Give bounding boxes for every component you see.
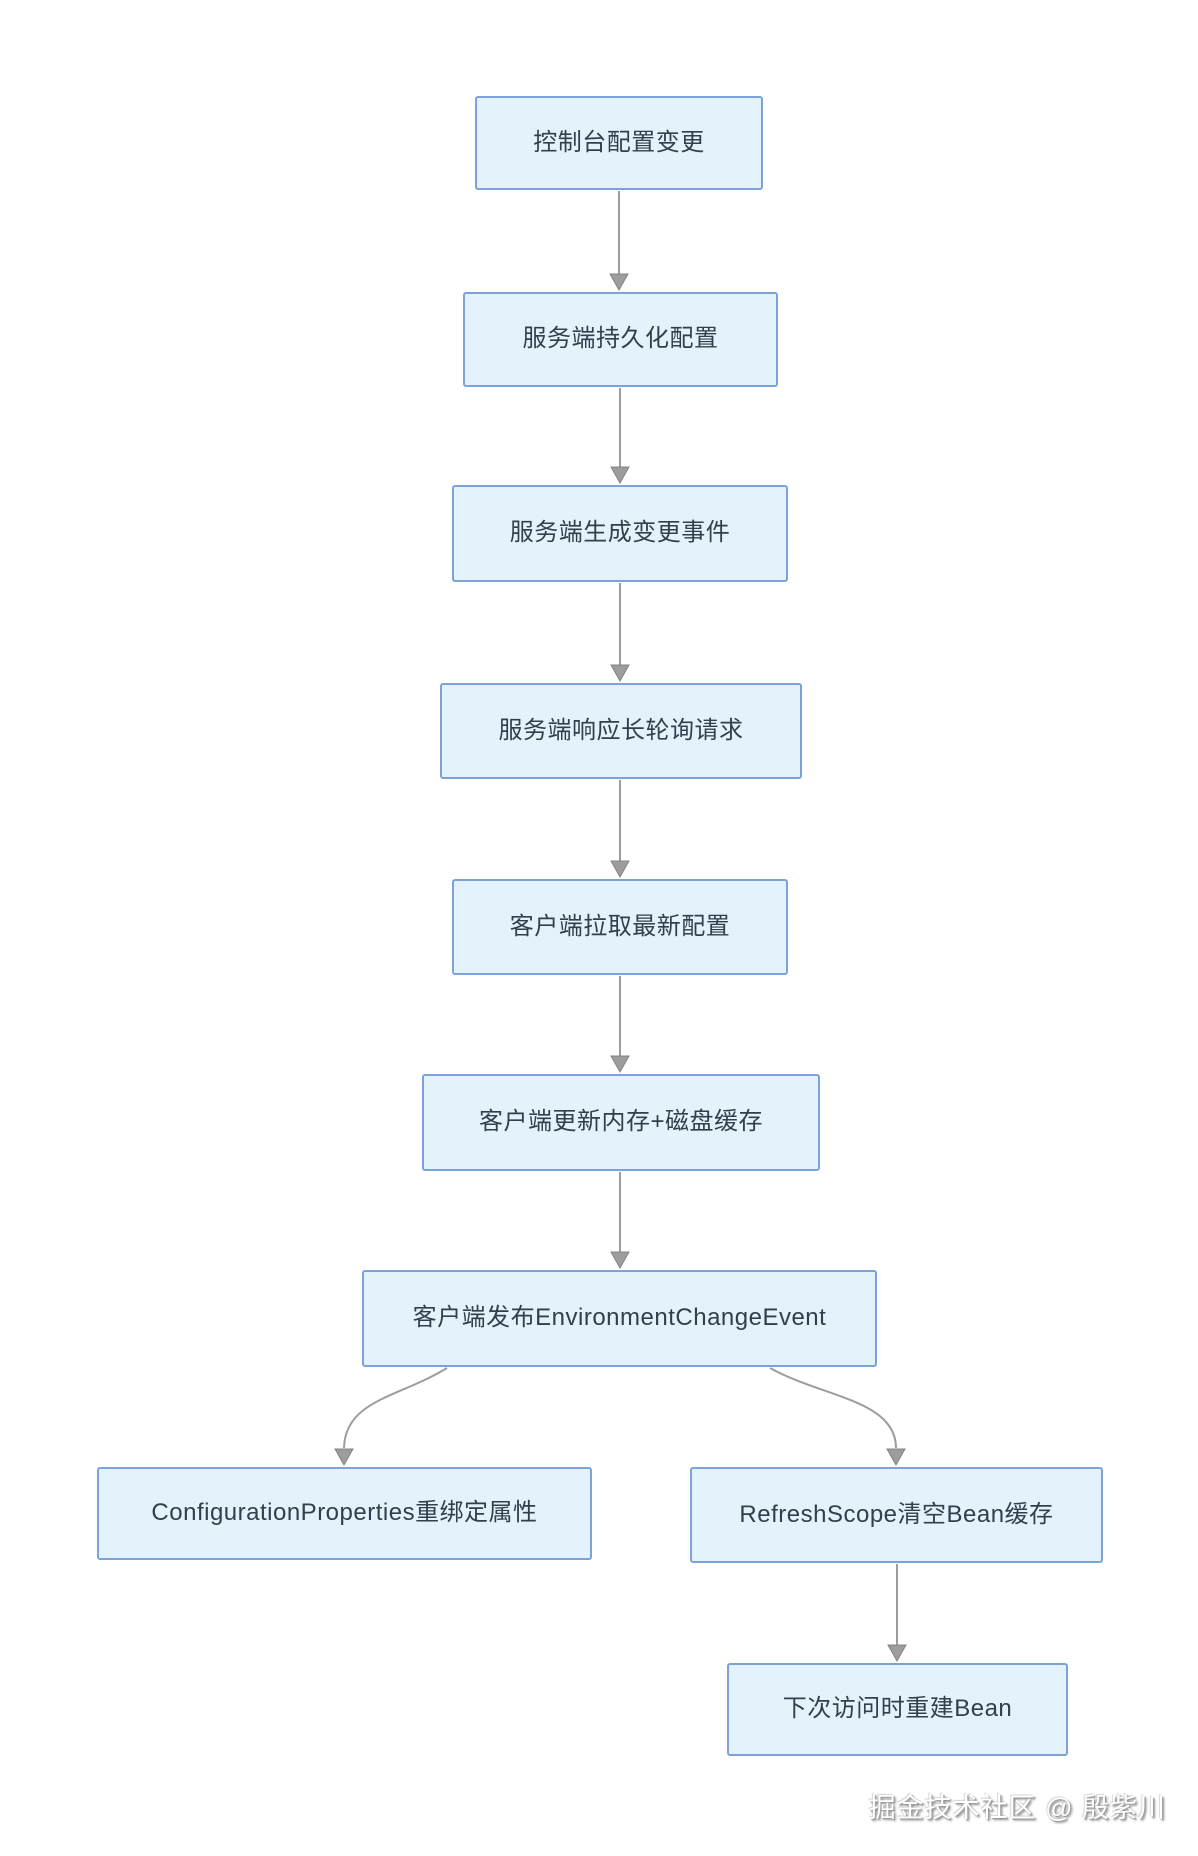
edge-publish-event-to-configuration-properties [334, 1367, 448, 1467]
node-label: 服务端生成变更事件 [509, 519, 731, 547]
node-label: 客户端更新内存+磁盘缓存 [478, 1108, 763, 1136]
flow-node-console-config-change: 控制台配置变更 [475, 96, 763, 190]
flow-node-server-respond-long-polling: 服务端响应长轮询请求 [440, 683, 802, 779]
flow-node-configuration-properties-rebind: ConfigurationProperties重绑定属性 [97, 1467, 592, 1560]
flow-node-refresh-scope-clear-bean-cache: RefreshScope清空Bean缓存 [690, 1467, 1103, 1563]
edge-pull-config-to-update-cache [610, 976, 630, 1074]
node-label: 客户端拉取最新配置 [509, 912, 731, 940]
node-label: 下次访问时重建Bean [782, 1695, 1013, 1723]
node-label: 客户端发布EnvironmentChangeEvent [412, 1304, 827, 1332]
node-label: 服务端响应长轮询请求 [498, 716, 744, 744]
flow-node-rebuild-bean-on-next-access: 下次访问时重建Bean [727, 1663, 1068, 1756]
edge-update-cache-to-publish-event [610, 1172, 630, 1270]
flow-node-server-persist-config: 服务端持久化配置 [463, 292, 778, 387]
node-label: 服务端持久化配置 [522, 325, 719, 353]
edge-refresh-scope-to-rebuild-bean [887, 1564, 907, 1663]
edge-publish-event-to-refresh-scope [769, 1367, 906, 1467]
flow-node-client-publish-environment-change-event: 客户端发布EnvironmentChangeEvent [362, 1270, 877, 1367]
node-label: 控制台配置变更 [533, 128, 705, 156]
watermark: 掘金技术社区 @ 殷紫川 [868, 1793, 1166, 1823]
flow-node-client-pull-latest-config: 客户端拉取最新配置 [452, 879, 788, 975]
edge-generate-event-to-long-polling [610, 583, 630, 683]
flow-node-client-update-memory-disk-cache: 客户端更新内存+磁盘缓存 [422, 1074, 820, 1171]
node-label: ConfigurationProperties重绑定属性 [151, 1499, 538, 1527]
edge-console-to-persist [609, 191, 629, 292]
edge-long-polling-to-pull-config [610, 780, 630, 879]
flow-node-server-generate-change-event: 服务端生成变更事件 [452, 485, 788, 582]
node-label: RefreshScope清空Bean缓存 [739, 1500, 1054, 1528]
edge-persist-to-generate-event [610, 388, 630, 485]
